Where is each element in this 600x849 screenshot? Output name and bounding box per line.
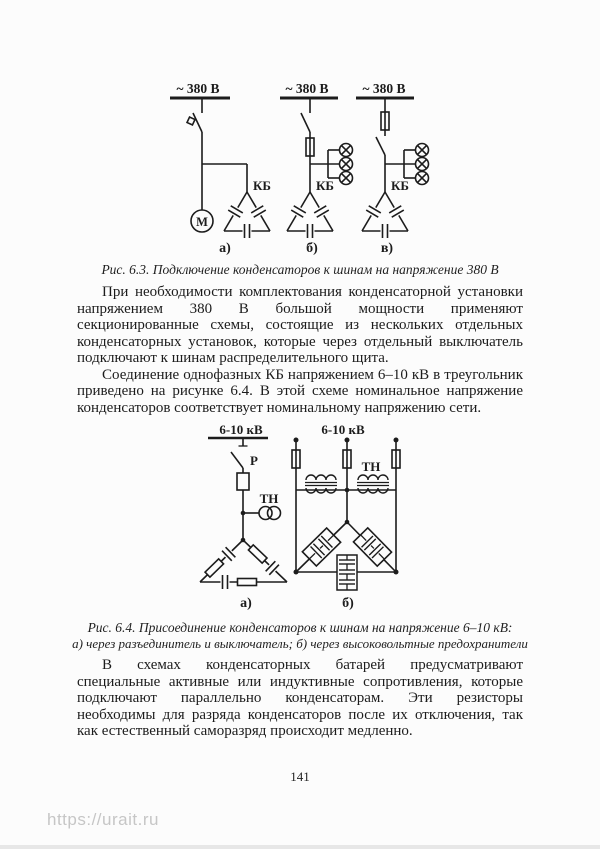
capacitor-bank-label: КБ [316,178,334,193]
figure-6-3-diagram: ~ 380 В ~ 380 В ~ 380 В М КБ КБ КБ а) б)… [140,80,460,258]
body-text-block-2: В схемах конденсаторных батарей предусма… [77,657,523,740]
switch-icon [300,112,311,133]
capacitor-bank-box-icon [336,554,358,591]
bus-voltage-label: 6-10 кВ [219,422,263,437]
bus-voltage-label: ~ 380 В [176,81,219,96]
subfigure-label-b: б) [306,241,318,256]
capacitor-bank-delta-icon [362,192,408,240]
capacitor-bank-delta-icon [199,539,288,592]
capacitor-bank-delta-icon [224,192,270,240]
subfigure-label-v: в) [381,241,394,256]
figure-6-3-caption: Рис. 6.3. Подключение конденсаторов к ши… [101,262,499,277]
page-number: 141 [290,769,310,784]
figure-6-4-caption: Рис. 6.4. Присоединение конденсаторов к … [0,620,600,652]
capacitor-bank-label: КБ [391,178,409,193]
figure-6-4-diagram: 6-10 кВ 6-10 кВ Р ТН ТН а) б) [180,422,460,618]
capacitor-bank-label: КБ [253,178,271,193]
watermark-url: https://urait.ru [47,810,159,829]
voltage-transformer-icon [258,505,282,521]
circuit-380v-b [280,96,353,240]
paragraph: В схемах конденсаторных батарей предусма… [77,657,523,739]
switch-icon [375,136,386,156]
switch-icon [185,112,203,133]
circuit-380v-v [356,96,429,240]
motor-icon [190,209,214,233]
voltage-transformer-label: ТН [260,491,279,506]
bus-voltage-label: 6-10 кВ [321,422,365,437]
voltage-transformer-label: ТН [362,459,381,474]
circuit-380v-a [170,96,270,240]
fuse-icon [247,544,268,564]
subfigure-label-b: б) [342,596,354,611]
circuit-6-10kv-b [291,437,401,591]
disconnector-label: Р [250,453,258,468]
disconnector-icon [230,451,244,469]
bus-voltage-label: ~ 380 В [362,81,405,96]
subfigure-label-a: а) [219,241,231,256]
paragraph: При необходимости комплектования конденс… [77,284,523,366]
capacitor-bank-delta-icon [287,192,333,240]
scan-edge-strip [0,845,600,849]
circuit-6-10kv-a [199,436,288,592]
subfigure-label-a: а) [240,596,252,611]
fuse-icon [236,577,258,587]
figure-6-4-caption-line-1: Рис. 6.4. Присоединение конденсаторов к … [87,620,513,635]
paragraph: Соединение однофазных КБ напряжением 6–1… [77,366,523,416]
body-text-block-1: При необходимости комплектования конденс… [77,284,523,416]
motor-label: М [196,215,208,229]
figure-6-4-caption-line-2: а) через разъединитель и выключатель; б)… [72,636,528,651]
bus-voltage-label: ~ 380 В [285,81,328,96]
circuit-breaker-icon [236,472,250,491]
